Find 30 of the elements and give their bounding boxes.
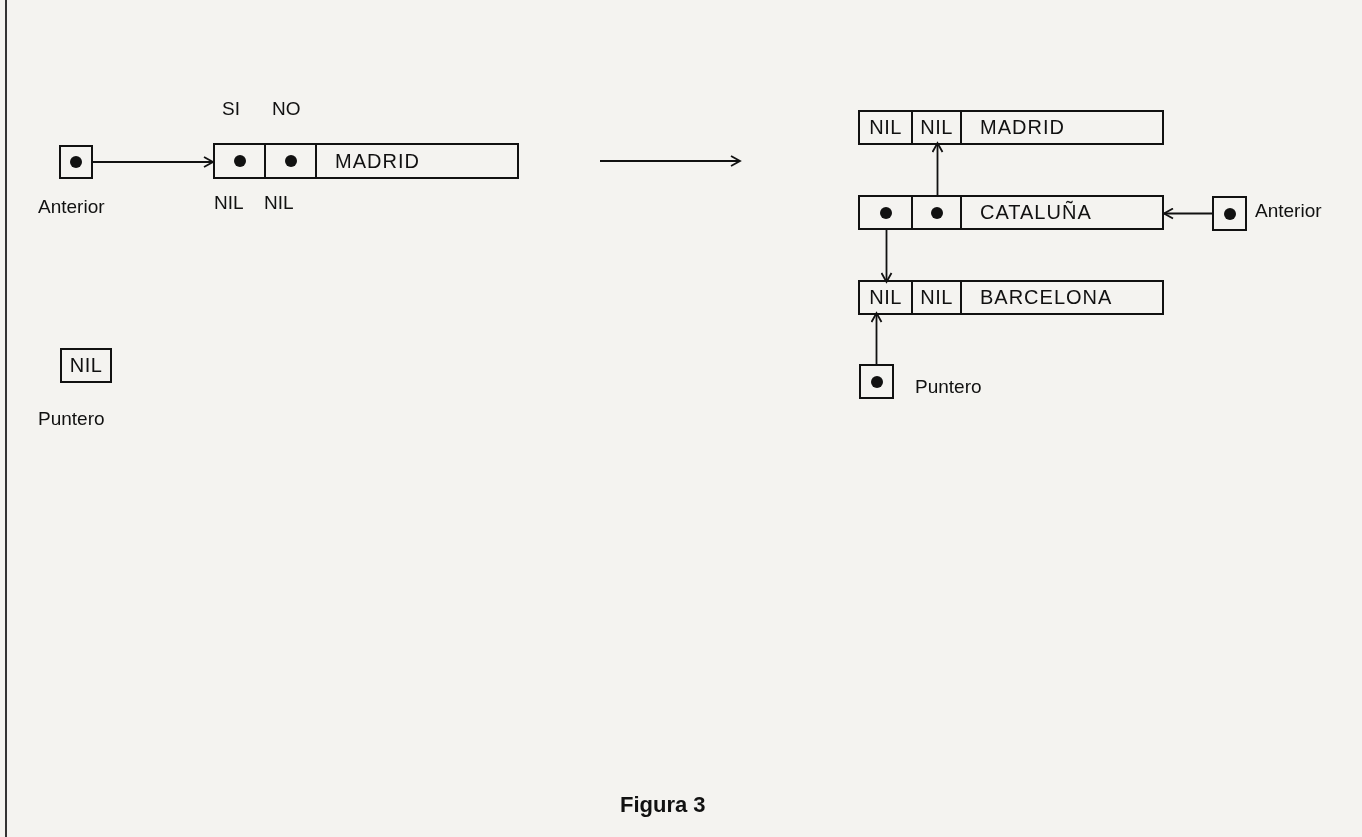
field-cell: BARCELONA bbox=[962, 282, 1162, 313]
pointer-label: NO bbox=[272, 98, 301, 120]
pointer-arrow bbox=[931, 142, 944, 198]
pointer-label: NIL bbox=[264, 192, 294, 214]
pointer-label: Puntero bbox=[915, 376, 982, 398]
pointer-label: Anterior bbox=[38, 196, 105, 218]
pointer-label: NIL bbox=[214, 192, 244, 214]
record-box bbox=[858, 280, 1164, 315]
pointer-label: Anterior bbox=[1255, 200, 1322, 222]
pointer-cell bbox=[859, 364, 894, 399]
pointer-arrow bbox=[880, 227, 893, 283]
field-cell: NIL bbox=[913, 112, 962, 143]
pointer-arrow bbox=[1163, 207, 1213, 220]
record-box bbox=[858, 110, 1164, 145]
figure-caption: Figura 3 bbox=[620, 792, 706, 818]
field-cell: NIL bbox=[860, 282, 913, 313]
pointer-cell bbox=[1212, 196, 1247, 231]
pointer-arrow bbox=[92, 156, 214, 168]
record-box bbox=[858, 195, 1164, 230]
field-cell: NIL bbox=[60, 348, 112, 383]
record-box bbox=[213, 143, 519, 179]
pointer-arrow bbox=[870, 312, 883, 365]
pointer-label: SI bbox=[222, 98, 240, 120]
field-cell: CATALUÑA bbox=[962, 197, 1162, 228]
field-cell: MADRID bbox=[962, 112, 1162, 143]
pointer-cell bbox=[59, 145, 93, 179]
pointer-label: Puntero bbox=[38, 408, 105, 430]
field-cell: NIL bbox=[913, 282, 962, 313]
field-cell: MADRID bbox=[317, 145, 517, 177]
field-cell: NIL bbox=[860, 112, 913, 143]
